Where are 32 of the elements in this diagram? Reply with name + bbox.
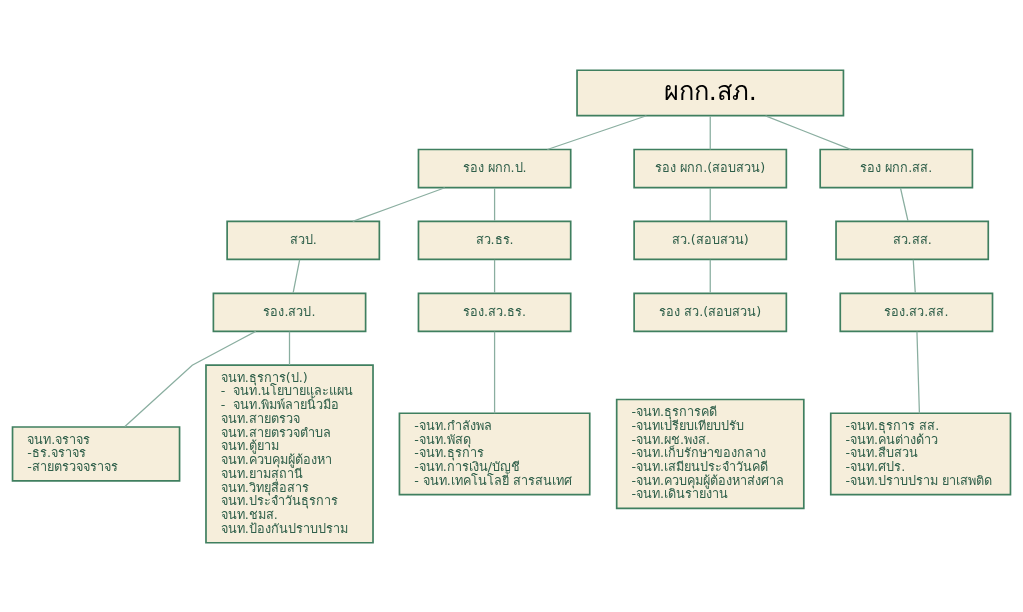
node-box: -จนท.กำลังพล -จนท.พัสดุ -จนท.ธุรการ -จนท.การเงิน/บัญชี - จนท.เทคโนโลยี สารสนเทศ xyxy=(398,411,591,495)
connector xyxy=(493,186,496,222)
node-box: รอง ผกก.สส. xyxy=(819,148,974,188)
connector xyxy=(124,330,257,427)
node-box: สวป. xyxy=(226,220,381,260)
node-box: รอง.สว.สส. xyxy=(839,291,994,332)
connector xyxy=(709,186,711,222)
connector xyxy=(546,114,648,150)
node-box: สว.(สอบสวน) xyxy=(633,220,788,260)
connector xyxy=(916,330,921,414)
node-box: ผกก.สภ. xyxy=(576,68,845,117)
node-box: รอง ผกก.(สอบสวน) xyxy=(633,148,788,188)
node-box: รอง.สว.ธร. xyxy=(417,291,572,332)
connector xyxy=(288,330,291,366)
node-box: -จนท.ธุรการ สส. -จนท.คนต่างด้าว -จนท.สืบสวน -จนท.ศปร. -จนท.ปราบปราม ยาเสพติด xyxy=(829,411,1012,495)
node-box: รอง สว.(สอบสวน) xyxy=(633,291,788,332)
connector xyxy=(764,114,852,150)
node-box: รอง.สวป. xyxy=(212,291,367,332)
node-box: รอง ผกก.ป. xyxy=(417,148,572,188)
connector xyxy=(709,114,711,150)
node-box: สว.ธร. xyxy=(417,220,572,260)
connector xyxy=(493,258,496,293)
node-box: จนท.จราจร -ธร.จราจร -สายตรวจจราจร xyxy=(11,425,181,482)
connector xyxy=(912,258,916,293)
connector xyxy=(292,258,301,293)
node-box: -จนท.ธุรการคดี -จนทเปรียบเทียบปรับ -จนท.ผช.พงส. -จนท.เก็บรักษาของกลาง -จนท.เสมียนประจำวันคดี -จนท.ควบคุมผู้ต้องหาส่งศาล -จนท.เดินรายงาน xyxy=(615,398,805,509)
node-box: สว.สส. xyxy=(835,220,990,260)
connector xyxy=(352,186,446,222)
connector xyxy=(709,258,711,293)
connector xyxy=(493,330,496,414)
connector xyxy=(899,186,909,222)
node-box: จนท.ธุรการ(ป.) - จนท.นโยบายและแผน - จนท.พิมพ์ลายนิ้วมือ จนท.สายตรวจ จนท.สายตรวจตำบล จนท.ตู้ยาม จนท.ควบคุมผู้ต้องหา จนท.ยามสถานี จนท.วิทยุสื่อสาร จนท.ประจำวันธุรการ จนท.ชมส. จนท.ป้องกันปราบปราม xyxy=(205,363,374,544)
